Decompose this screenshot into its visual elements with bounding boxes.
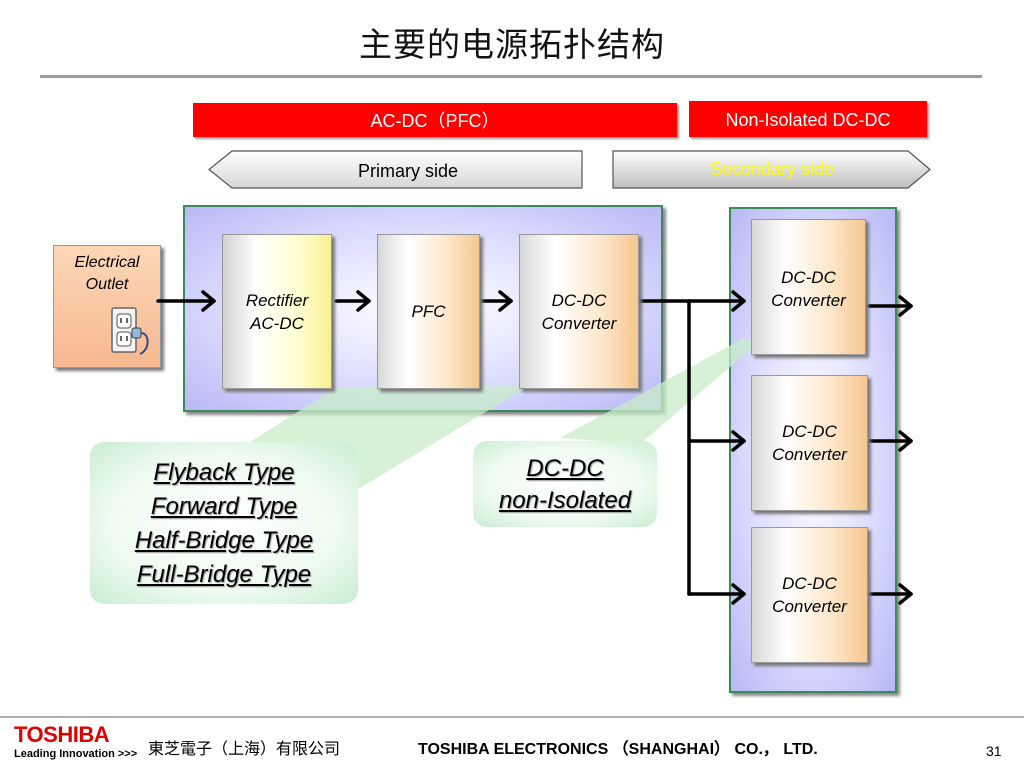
electrical-outlet-label: Electrical Outlet xyxy=(74,254,140,293)
power-outlet-icon xyxy=(111,307,149,355)
primary-side-label: Primary side xyxy=(357,161,459,181)
primary-dc-dc-converter-block: DC-DC Converter xyxy=(519,234,639,389)
footer-divider xyxy=(0,716,1024,718)
pfc-block: PFC xyxy=(377,234,480,389)
secondary-dc-dc-converter-2: DC-DC Converter xyxy=(751,375,868,511)
non-isolated-dc-dc-bar: Non-Isolated DC-DC xyxy=(689,101,927,137)
logo-tagline: Leading Innovation >>> xyxy=(14,748,138,760)
callout-pointer-mid xyxy=(560,338,758,444)
page-number: 31 xyxy=(986,743,1002,759)
logo-brand-text: TOSHIBA xyxy=(14,722,110,747)
electrical-outlet-block: Electrical Outlet xyxy=(53,245,161,368)
rectifier-ac-dc-block: Rectifier AC-DC xyxy=(222,234,332,389)
non-isolated-callout: DC-DC non-Isolated xyxy=(473,441,657,527)
company-name-chinese: 東芝電子（上海）有限公司 xyxy=(148,739,341,758)
slide-title: 主要的电源拓扑结构 xyxy=(359,25,665,64)
primary-side-arrow: Primary side xyxy=(208,150,584,190)
title-divider xyxy=(40,75,982,78)
ac-dc-pfc-bar: AC-DC（PFC） xyxy=(193,103,677,137)
secondary-side-arrow: Secondary side xyxy=(612,150,932,190)
secondary-dc-dc-converter-1: DC-DC Converter xyxy=(751,219,866,355)
secondary-dc-dc-converter-3: DC-DC Converter xyxy=(751,527,868,663)
company-name-english: TOSHIBA ELECTRONICS （SHANGHAI） CO.， LTD. xyxy=(418,741,818,758)
toshiba-logo: TOSHIBA Leading Innovation >>> xyxy=(14,724,137,762)
isolated-topologies-callout: Flyback Type Forward Type Half-Bridge Ty… xyxy=(90,442,358,604)
secondary-side-label: Secondary side xyxy=(709,159,835,179)
